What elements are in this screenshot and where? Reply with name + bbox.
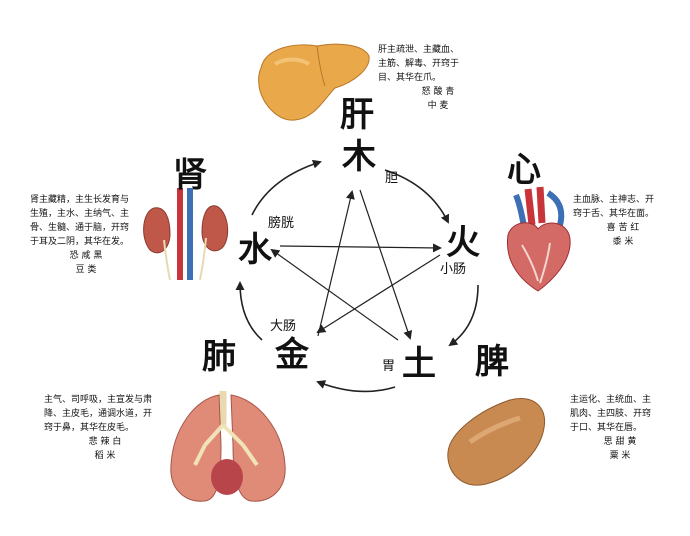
element-earth: 土 bbox=[402, 344, 436, 384]
liver-desc-line: 目、其华在爪。 bbox=[378, 73, 442, 83]
spleen-assoc-line: 思 甜 黄 bbox=[603, 437, 637, 447]
arrow-earth-to-water bbox=[270, 248, 399, 341]
heart-assoc-line: 黍 米 bbox=[612, 237, 634, 247]
element-fire: 火 bbox=[446, 223, 480, 263]
organ-name-kidney: 肾 bbox=[173, 155, 207, 195]
lung-desc-line: 主气、司呼吸，主宣发与肃 bbox=[44, 395, 153, 405]
fu-bladder: 膀胱 bbox=[268, 216, 295, 231]
kidney-description: 肾主藏精，主生长发育与 生殖，主水、主纳气、主 骨、生髓、通于脑，开窍 于耳及二… bbox=[30, 193, 142, 277]
liver-desc-line: 主筋、解毒、开窍于 bbox=[378, 59, 460, 69]
kidney-illustration bbox=[143, 188, 229, 280]
lung-desc-line: 窍于鼻，其华在皮毛。 bbox=[44, 423, 135, 433]
spleen-description: 主运化、主统血、主 肌肉、主四肢、开窍 于口、其华在唇。 思 甜 黄 粟 米 bbox=[570, 393, 670, 463]
arrow-wood-to-earth bbox=[359, 189, 413, 340]
kidney-desc-line: 骨、生髓、通于脑，开窍 bbox=[30, 223, 130, 233]
arrow-fire-to-earth bbox=[448, 284, 479, 347]
liver-desc-line: 肝主疏泄、主藏血、 bbox=[378, 45, 460, 55]
organ-name-lung: 肺 bbox=[202, 337, 236, 377]
kidney-desc-line: 肾主藏精，主生长发育与 bbox=[30, 195, 130, 205]
lung-description: 主气、司呼吸，主宣发与肃 降、主皮毛，通调水道，开 窍于鼻，其华在皮毛。 悲 辣… bbox=[44, 393, 166, 463]
arrow-metal-to-wood bbox=[317, 190, 355, 337]
fu-small-intestine: 小肠 bbox=[440, 262, 467, 277]
arrow-fire-to-metal bbox=[316, 254, 441, 334]
element-metal: 金 bbox=[275, 335, 309, 375]
liver-assoc-line: 怒 酸 青 bbox=[421, 87, 455, 97]
spleen-desc-line: 肌肉、主四肢、开窍 bbox=[570, 409, 652, 419]
organ-name-heart: 心 bbox=[507, 150, 541, 190]
element-wood: 木 bbox=[342, 137, 376, 177]
kidney-assoc-line: 豆 类 bbox=[75, 265, 97, 275]
organ-name-liver: 肝 bbox=[340, 95, 374, 135]
kidney-assoc-line: 恐 咸 黑 bbox=[69, 251, 103, 261]
arrow-wood-to-fire bbox=[384, 169, 449, 224]
liver-assoc-line: 中 麦 bbox=[427, 101, 449, 111]
fu-gallbladder: 胆 bbox=[385, 171, 399, 186]
arrow-water-to-fire bbox=[279, 243, 442, 253]
arrow-earth-to-metal bbox=[316, 380, 396, 393]
fu-stomach: 胃 bbox=[382, 359, 396, 374]
spleen-illustration bbox=[447, 398, 546, 486]
lung-assoc-line: 悲 辣 白 bbox=[88, 437, 122, 447]
heart-desc-line: 窍于舌、其华在面。 bbox=[573, 209, 655, 219]
kidney-desc-line: 于耳及二阴，其华在发。 bbox=[30, 237, 130, 247]
lung-assoc-line: 稻 米 bbox=[94, 451, 116, 461]
heart-description: 主血脉、主神志、开 窍于舌、其华在面。 喜 苦 红 黍 米 bbox=[573, 193, 673, 249]
lung-illustration bbox=[170, 391, 286, 502]
liver-description: 肝主疏泄、主藏血、 主筋、解毒、开窍于 目、其华在爪。 怒 酸 青 中 麦 bbox=[378, 43, 498, 113]
spleen-assoc-line: 粟 米 bbox=[609, 451, 631, 461]
spleen-desc-line: 主运化、主统血、主 bbox=[570, 395, 652, 405]
organ-name-spleen: 脾 bbox=[475, 342, 509, 382]
fu-large-intestine: 大肠 bbox=[270, 319, 297, 334]
element-water: 水 bbox=[238, 230, 272, 270]
heart-desc-line: 主血脉、主神志、开 bbox=[573, 195, 655, 205]
heart-illustration bbox=[506, 186, 571, 292]
arrow-water-to-wood bbox=[251, 159, 322, 216]
arrow-metal-to-water bbox=[235, 281, 263, 341]
liver-illustration bbox=[258, 43, 370, 121]
spleen-desc-line: 于口、其华在唇。 bbox=[570, 423, 643, 433]
lung-desc-line: 降、主皮毛，通调水道，开 bbox=[44, 409, 153, 419]
kidney-desc-line: 生殖，主水、主纳气、主 bbox=[30, 209, 130, 219]
heart-assoc-line: 喜 苦 红 bbox=[606, 223, 640, 233]
